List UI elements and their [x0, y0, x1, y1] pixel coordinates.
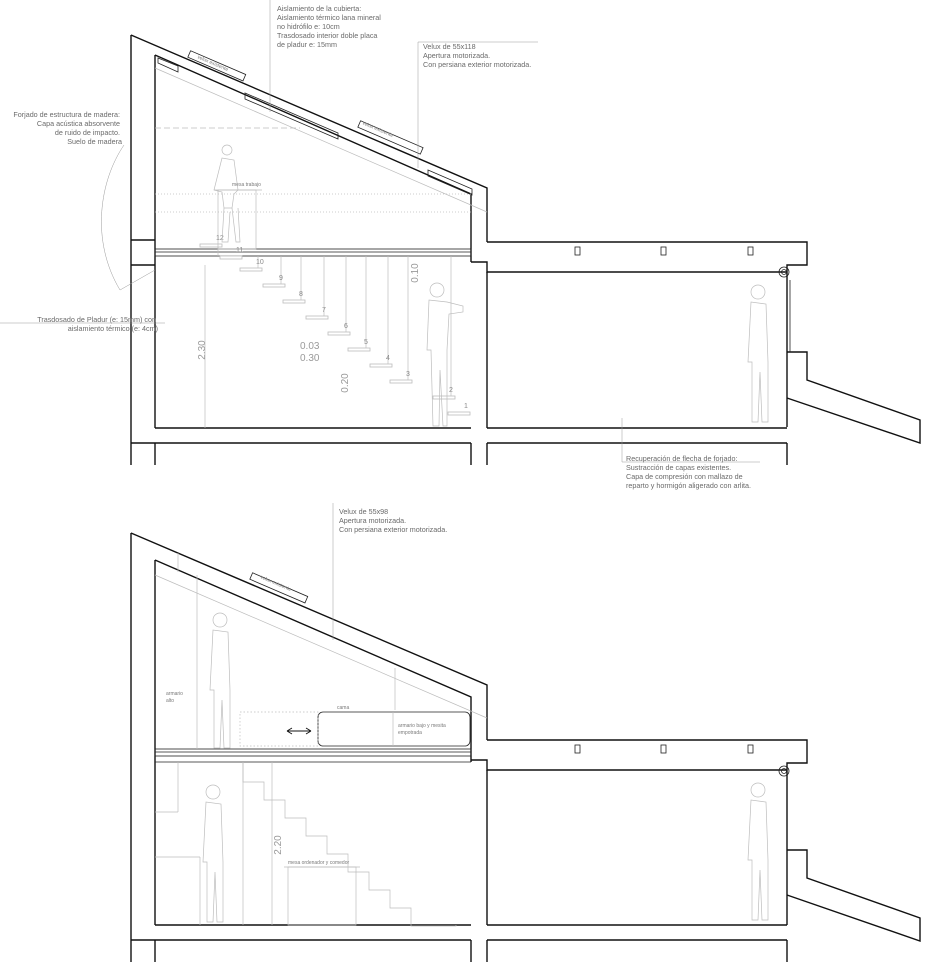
- section-1-mezzanine-floor: [154, 248, 472, 257]
- velux-existente-3: [249, 572, 309, 604]
- section-2-beams: [574, 744, 754, 754]
- section-2-mezzanine-floor: [154, 748, 472, 757]
- velux-existente-2: [357, 120, 424, 155]
- person-standing-4: [202, 784, 224, 923]
- person-standing-1: [426, 282, 464, 427]
- step-number: 5: [364, 339, 368, 346]
- step-number: 12: [216, 235, 224, 242]
- label-desk-printer: mesa ordenador y comedor: [288, 860, 349, 866]
- stair-tread: [282, 299, 306, 304]
- step-number: 2: [449, 387, 453, 394]
- stair-tread: [262, 283, 286, 288]
- stair-tread: [347, 347, 371, 352]
- section-1-height-dim: 2.30: [197, 340, 208, 360]
- annotation-slab-recovery: Recuperación de flecha de forjado: Sustr…: [626, 454, 751, 490]
- step-number: 9: [279, 275, 283, 282]
- step-number: 1: [464, 403, 468, 410]
- stair-tread: [389, 379, 413, 384]
- label-wardrobe-high: armario alto: [166, 691, 184, 704]
- bed: [317, 711, 471, 747]
- section-1-slab-ends: [131, 239, 155, 266]
- step-number: 7: [322, 307, 326, 314]
- person-standing-5: [747, 782, 769, 921]
- section-1-beams: [574, 246, 754, 256]
- stair-tread: [305, 315, 329, 320]
- stair-profile: [242, 762, 457, 927]
- label-low-wardrobe: armario bajo y mesita empotrada: [398, 723, 447, 736]
- step-number: 4: [386, 355, 390, 362]
- stair-tread: [327, 331, 351, 336]
- stair-tread: [199, 243, 223, 248]
- section-1-right-roof: [471, 241, 808, 427]
- step-number: 11: [236, 247, 243, 254]
- section-1-tread-d-dim: 0.30: [300, 353, 320, 364]
- section-2-stairs: [242, 762, 457, 927]
- section-2-roof-outer: [130, 532, 488, 740]
- step-number: 10: [256, 259, 264, 266]
- label-desk: mesa trabajo: [232, 182, 261, 188]
- annotation-roof-insulation: Aislamiento de la cubierta: Aislamiento …: [277, 4, 383, 49]
- step-number: 8: [299, 291, 303, 298]
- person-seated: [213, 144, 241, 243]
- section-1-roof-inner: [154, 54, 472, 262]
- section-1-tread-h-dim: 0.03: [300, 341, 320, 352]
- annotation-wood-floor: Forjado de estructura de madera: Capa ac…: [13, 110, 122, 146]
- section-2-height-dim: 2.20: [273, 835, 284, 855]
- section-2: 2.20 Velux de 55x98 Apertura motorizada.…: [130, 503, 921, 962]
- section-1-stairs: [199, 243, 471, 416]
- section-1-riser-dim: 0.20: [340, 373, 351, 393]
- section-1-roof-outer: [130, 34, 488, 242]
- label-bed: cama: [337, 705, 349, 711]
- annotation-velux-2: Velux de 55x98 Apertura motorizada. Con …: [339, 507, 447, 534]
- bed-slide-arrow: [286, 727, 312, 735]
- step-number: 6: [344, 323, 348, 330]
- section-2-right-roof: [471, 739, 808, 925]
- velux-existente-1: [187, 50, 247, 82]
- stair-tread: [239, 267, 263, 272]
- step-number: 3: [406, 371, 410, 378]
- insulation-hatch: [157, 57, 473, 196]
- person-standing-2: [747, 284, 769, 423]
- stair-tread: [219, 255, 243, 260]
- section-2-roof-inner: [154, 559, 472, 762]
- section-1-slab-dim: 0.10: [410, 263, 421, 283]
- annotation-velux-1: Velux de 55x118 Apertura motorizada. Con…: [423, 42, 531, 69]
- stair-tread: [447, 411, 471, 416]
- person-standing-3: [209, 612, 231, 749]
- section-1-balcony: [786, 351, 921, 444]
- desk-computer: [287, 866, 357, 926]
- section-2-balcony: [786, 849, 921, 942]
- stair-tread: [432, 395, 456, 400]
- annotation-pladur-wall: Trasdosado de Pladur (e: 15mm) con aisla…: [37, 315, 158, 333]
- stair-tread: [369, 363, 393, 368]
